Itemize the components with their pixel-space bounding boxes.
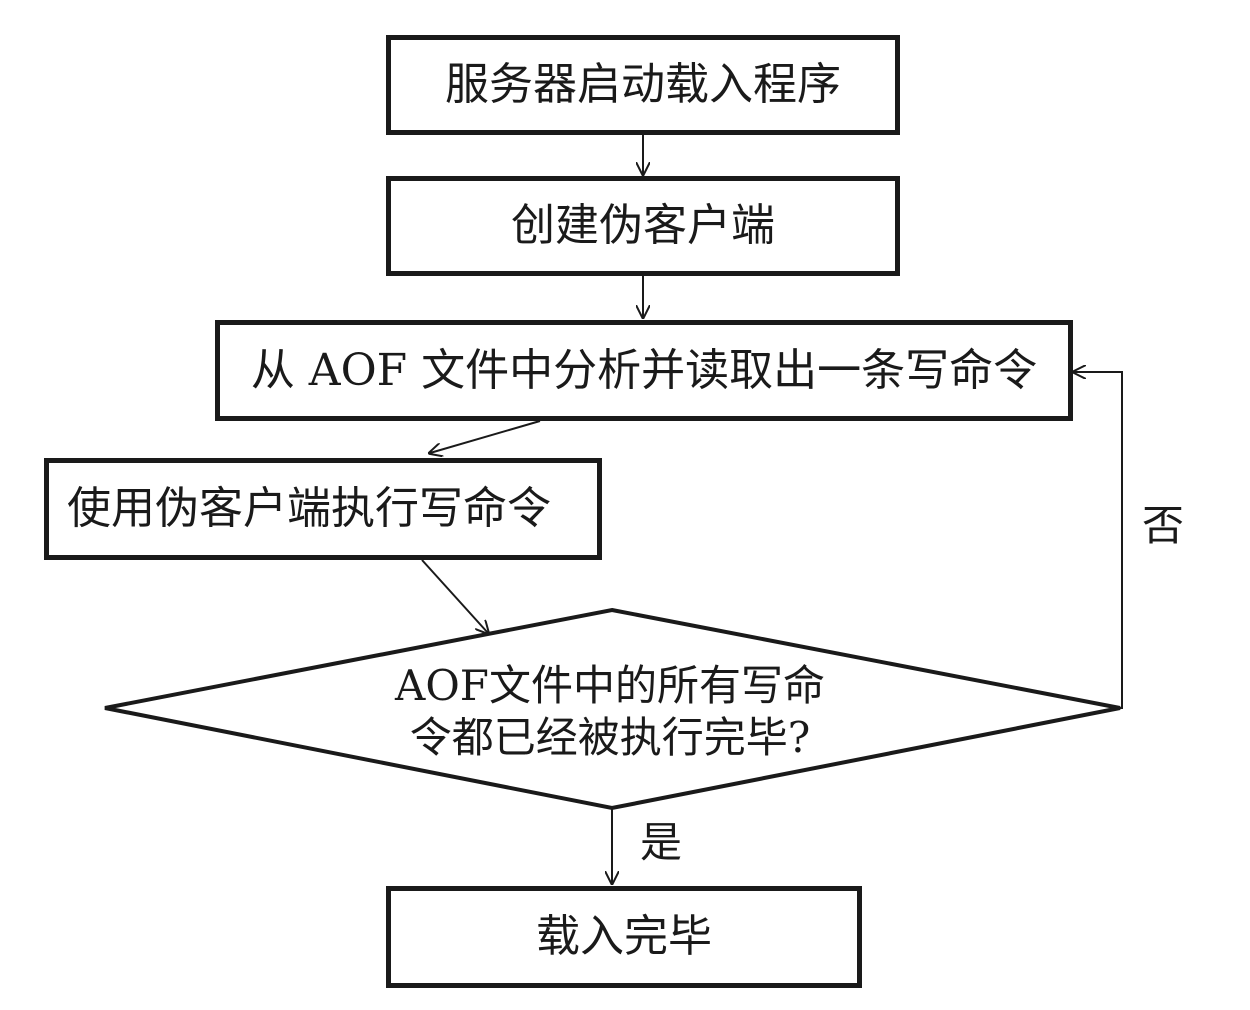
node-create-fake-client-label: 创建伪客户端: [511, 200, 775, 251]
node-read-command-label: 从 AOF 文件中分析并读取出一条写命令: [250, 344, 1038, 396]
node-execute-command: 使用伪客户端执行写命令: [44, 458, 602, 560]
node-server-start: 服务器启动载入程序: [386, 35, 900, 135]
decision-label-line1: AOF文件中的所有写命: [395, 661, 825, 710]
node-execute-command-label: 使用伪客户端执行写命令: [67, 483, 551, 534]
node-load-complete-label: 载入完毕: [536, 911, 712, 962]
arrow-read-to-execute: [430, 420, 541, 453]
decision-label-line2: 令都已经被执行完毕?: [409, 713, 811, 762]
decision-label: AOF文件中的所有写命 令都已经被执行完毕?: [330, 660, 890, 764]
edge-label-no: 否: [1142, 501, 1185, 550]
node-read-command: 从 AOF 文件中分析并读取出一条写命令: [215, 320, 1073, 421]
node-server-start-label: 服务器启动载入程序: [445, 59, 841, 110]
node-create-fake-client: 创建伪客户端: [386, 176, 900, 276]
arrow-loop-no: [1074, 372, 1123, 709]
edge-label-yes: 是: [640, 818, 683, 867]
node-load-complete: 载入完毕: [386, 886, 862, 988]
arrow-execute-to-check: [421, 559, 488, 633]
